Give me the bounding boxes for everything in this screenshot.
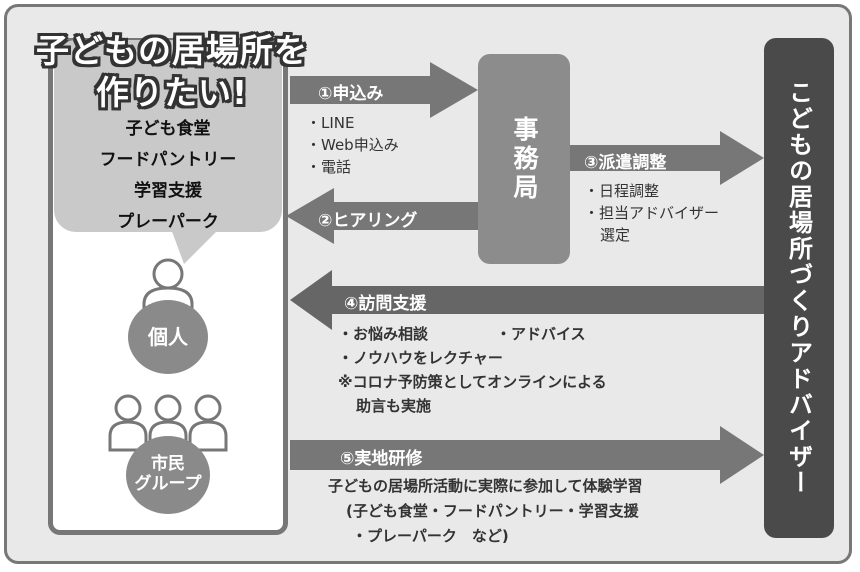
advisor-box: こどもの居場所づくりアドバイザー [764, 38, 834, 538]
step5-label: ⑤実地研修 [340, 449, 423, 469]
arrow-step5 [290, 426, 764, 484]
step5-line3: ・プレーパーク など) [352, 527, 509, 545]
step1-label: ①申込み [318, 84, 384, 104]
advisor-label: こどもの居場所づくりアドバイザー [784, 80, 813, 496]
group-label-line1: 市民 [151, 454, 185, 475]
step4-line3: ※コロナ予防策としてオンラインによる [338, 373, 607, 391]
step4-line2: ・ノウハウをレクチャー [338, 349, 503, 367]
step5-line1: 子どもの居場所活動に実際に参加して体験学習 [328, 477, 643, 495]
step3-item: ・日程調整 [584, 182, 660, 200]
individual-circle: 個人 [128, 300, 208, 374]
main-title-line1: 子どもの居場所を [36, 31, 308, 70]
main-title-line2: 作りたい! [96, 73, 249, 112]
step2-label: ②ヒアリング [318, 211, 418, 231]
activity-item: 子ども食堂 [125, 119, 211, 139]
step3-item: ・担当アドバイザー [584, 204, 720, 222]
step3-label: ③派遣調整 [584, 153, 667, 173]
arrow-step4 [290, 270, 764, 330]
step5-line2: (子ども食堂・フードパントリー・学習支援 [346, 502, 639, 520]
step1-item: ・LINE [306, 114, 355, 132]
step4-label: ④訪問支援 [344, 294, 427, 314]
office-box: 事務局 [478, 54, 570, 264]
activity-item: フードパントリー [99, 150, 237, 170]
arrow-step3 [570, 131, 764, 185]
step1-item: ・Web申込み [306, 136, 399, 154]
activity-item: 学習支援 [134, 181, 202, 201]
arrow-step1 [290, 62, 478, 118]
step3-item: 選定 [600, 226, 631, 244]
office-label: 事務局 [510, 115, 539, 203]
arrow-step2 [286, 188, 478, 244]
individual-label: 個人 [148, 324, 188, 349]
step4-line1b: ・アドバイス [496, 325, 586, 343]
step4-line1a: ・お悩み相談 [338, 325, 429, 343]
step4-line4: 助言も実施 [356, 397, 432, 415]
bubble-tail [170, 226, 222, 264]
group-circle: 市民 グループ [126, 436, 210, 514]
step1-item: ・電話 [306, 158, 352, 176]
step1-items: ・LINE ・Web申込み ・電話 [306, 112, 399, 178]
step3-items: ・日程調整 ・担当アドバイザー 選定 [584, 180, 719, 246]
activity-item: プレーパーク [117, 212, 219, 232]
group-label-line2: グループ [134, 474, 202, 494]
speech-bubble [54, 40, 282, 232]
